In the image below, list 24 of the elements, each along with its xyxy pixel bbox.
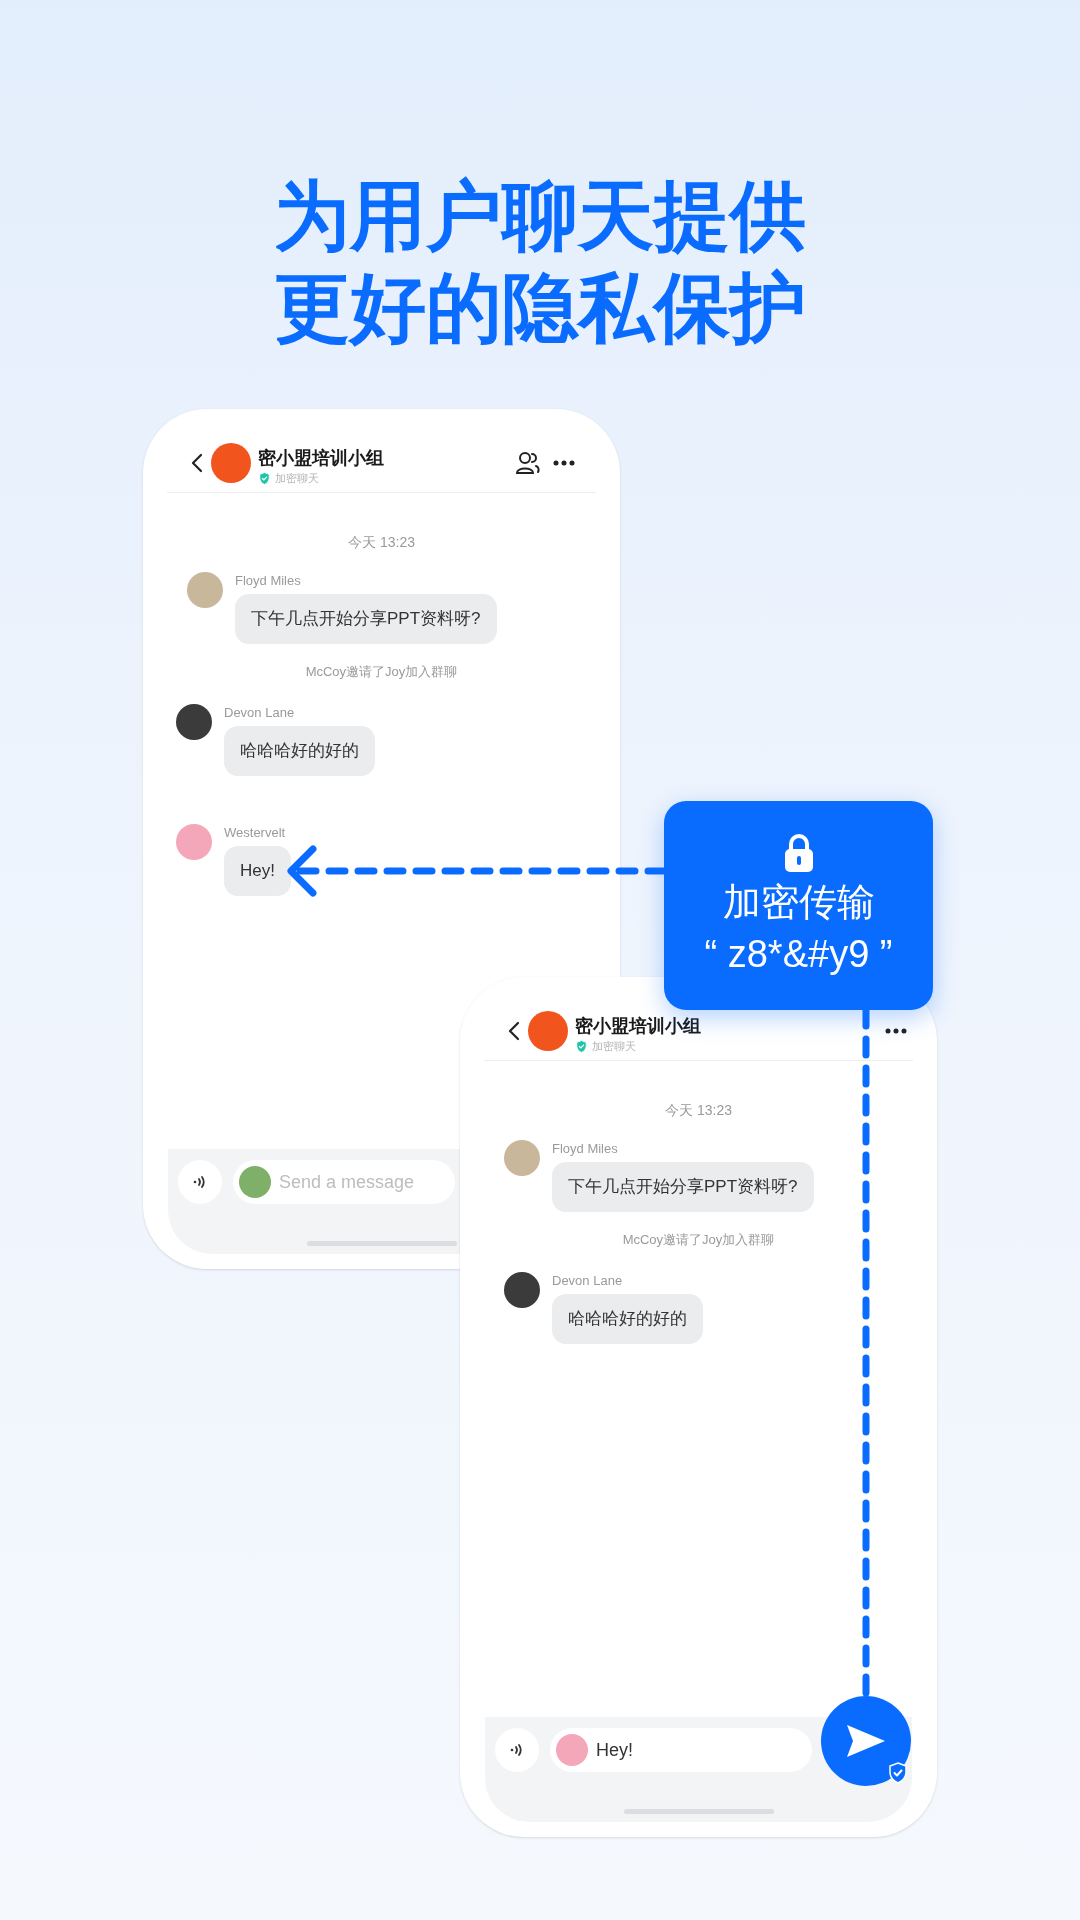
message-input: Send a message xyxy=(233,1160,455,1204)
timestamp: 今天 13:23 xyxy=(664,1103,733,1117)
message-bubble: 哈哈哈好的好的 xyxy=(224,726,375,776)
message-bubble: 下午几点开始分享PPT资料呀? xyxy=(552,1162,814,1212)
sender-name: Devon Lane xyxy=(224,706,295,719)
sender-name: Westervelt xyxy=(224,826,286,839)
chat-title: 密小盟培训小组 xyxy=(258,449,384,467)
card-title: 加密传输 xyxy=(722,880,875,925)
sender-name: Floyd Miles xyxy=(552,1142,618,1155)
sender-name: Floyd Miles xyxy=(235,574,301,587)
message-bubble: Hey! xyxy=(224,846,291,896)
encryption-tooltip xyxy=(664,801,933,1010)
cipher-text: “ z8*&#y9 ” xyxy=(704,932,893,977)
message-bubble: 下午几点开始分享PPT资料呀? xyxy=(235,594,497,644)
chat-title: 密小盟培训小组 xyxy=(575,1017,701,1035)
system-message: McCoy邀请了Joy加入群聊 xyxy=(621,1233,776,1246)
headline: 为用户聊天提供更好的隐私保护 xyxy=(273,172,807,352)
encrypted-status: 加密聊天 xyxy=(275,473,319,484)
message-bubble: 哈哈哈好的好的 xyxy=(552,1294,703,1344)
message-input: Hey! xyxy=(550,1728,812,1772)
sender-name: Devon Lane xyxy=(552,1274,623,1287)
system-message: McCoy邀请了Joy加入群聊 xyxy=(304,665,459,678)
timestamp: 今天 13:23 xyxy=(347,535,416,549)
encrypted-status: 加密聊天 xyxy=(592,1041,636,1052)
